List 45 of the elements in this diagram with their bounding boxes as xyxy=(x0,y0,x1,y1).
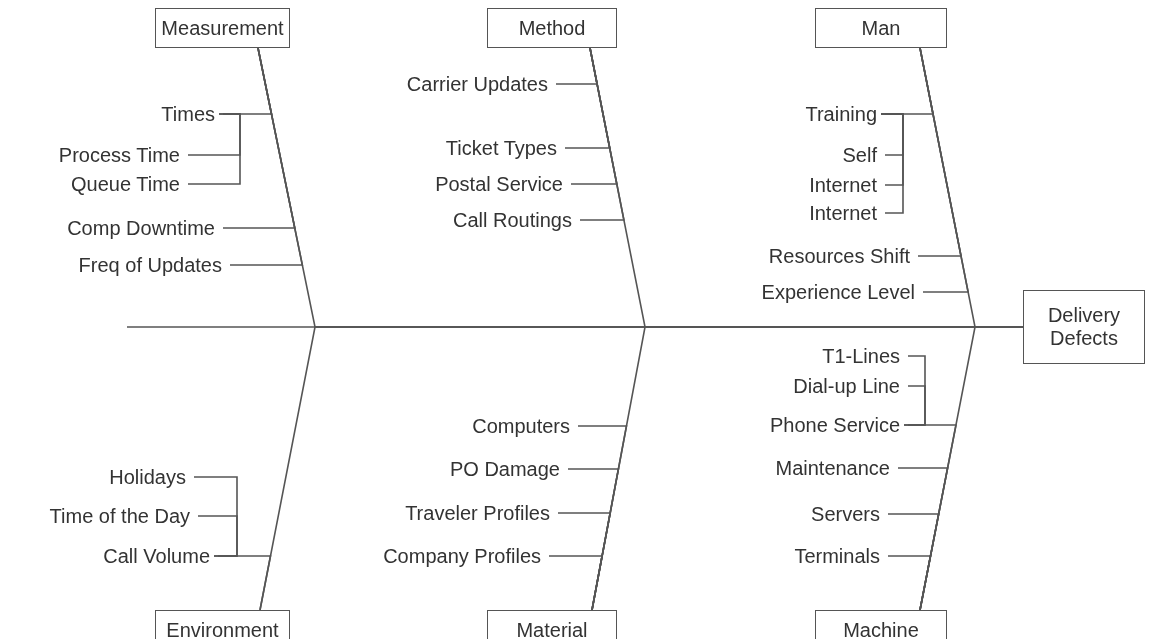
branch-line xyxy=(919,47,970,293)
branch-line xyxy=(197,515,238,557)
cause-label: Carrier Updates xyxy=(406,72,548,96)
cause-label: Times xyxy=(161,102,215,126)
branch-line xyxy=(880,113,904,214)
cause-label: Postal Service xyxy=(435,172,563,196)
effect-box: Delivery Defects xyxy=(1023,290,1145,364)
cause-label: Computers xyxy=(472,414,570,438)
branch-line xyxy=(903,385,926,426)
category-box: Method xyxy=(487,8,617,48)
cause-label: Maintenance xyxy=(775,456,890,480)
cause-label: Dial-up Line xyxy=(793,374,900,398)
cause-label: Call Volume xyxy=(103,544,210,568)
cause-label: Company Profiles xyxy=(383,544,541,568)
category-box: Measurement xyxy=(155,8,290,48)
cause-label: Freq of Updates xyxy=(78,253,222,277)
branch-line xyxy=(217,555,272,611)
category-box: Material xyxy=(487,610,617,639)
cause-label: Holidays xyxy=(109,465,186,489)
cause-label: Experience Level xyxy=(761,280,915,304)
cause-label: Process Time xyxy=(58,143,180,167)
cause-label: Training xyxy=(805,102,877,126)
category-box: Man xyxy=(815,8,947,48)
branch-line xyxy=(887,555,932,611)
cause-label: Time of the Day xyxy=(49,504,190,528)
cause-label: Terminals xyxy=(794,544,880,568)
cause-label: Resources Shift xyxy=(768,244,910,268)
cause-label: Self xyxy=(842,143,877,167)
branch-line xyxy=(548,555,604,611)
cause-label: Traveler Profiles xyxy=(405,501,550,525)
cause-label: Internet xyxy=(809,173,877,197)
cause-label: Queue Time xyxy=(71,172,180,196)
branch-line xyxy=(187,113,241,185)
cause-label: Ticket Types xyxy=(445,136,557,160)
cause-label: Call Routings xyxy=(453,208,572,232)
category-box: Machine xyxy=(815,610,947,639)
cause-label: Servers xyxy=(811,502,880,526)
cause-label: Phone Service xyxy=(769,413,900,437)
cause-label: T1-Lines xyxy=(822,344,900,368)
cause-label: Internet xyxy=(809,201,877,225)
cause-label: Comp Downtime xyxy=(67,216,215,240)
category-box: Environment xyxy=(155,610,290,639)
branch-line xyxy=(579,47,625,221)
branch-line xyxy=(229,47,304,266)
cause-label: PO Damage xyxy=(449,457,560,481)
